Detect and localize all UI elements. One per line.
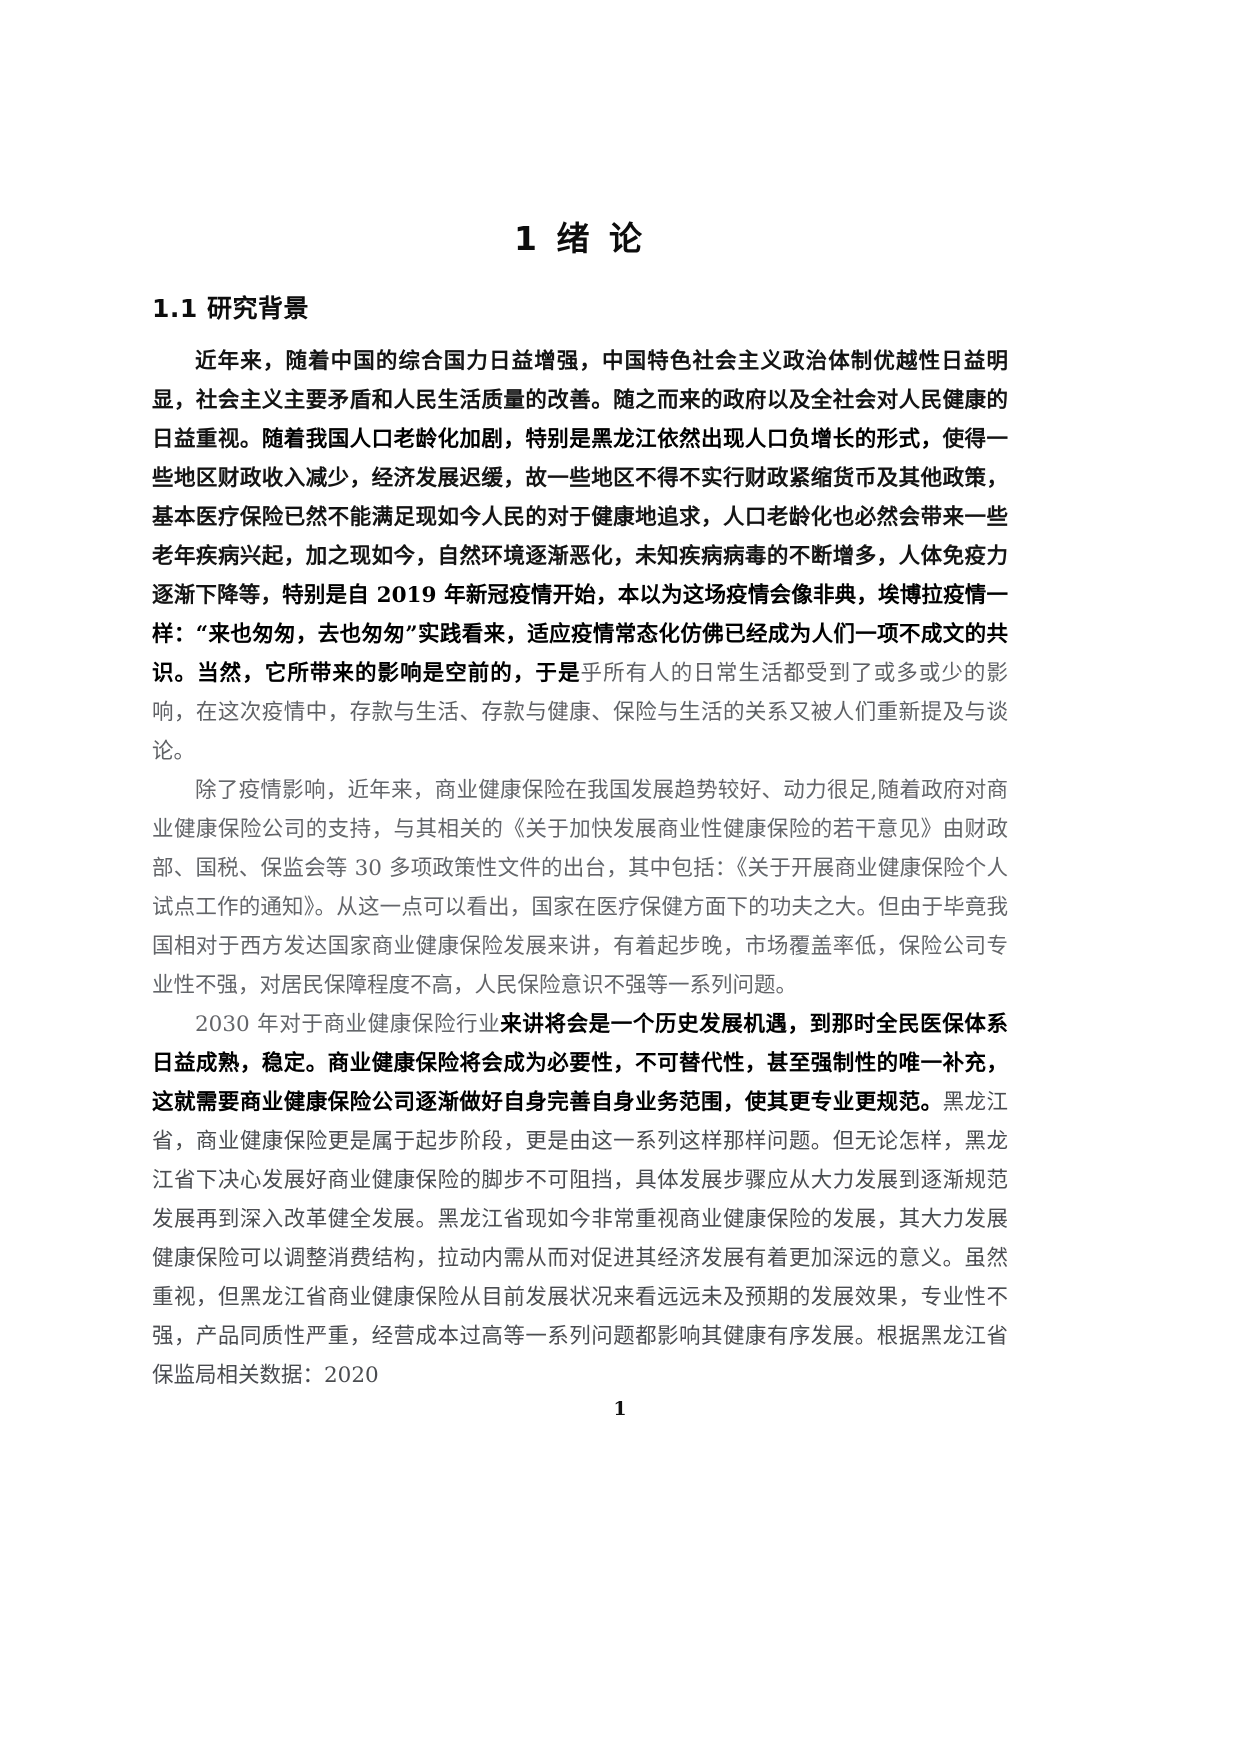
chapter-title: 1 绪 论	[514, 219, 646, 258]
text-run: 使得一些地区财政收入减少，经济发展迟缓，故一些地区不得不实行财政紧缩货币及其他政…	[152, 426, 1008, 608]
text-run: 黑龙江省，商业健康保险更是属于起步阶段，更是由这一系列这样那样问题。但无论怎样，…	[152, 1089, 1008, 1388]
text-run: 随着我国人口老龄化加剧，特别是黑龙江依然出现人口负增长的形式，	[261, 426, 943, 452]
body-paragraph-3: 2030 年对于商业健康保险行业来讲将会是一个历史发展机遇，到那时全民医保体系日…	[152, 1005, 1008, 1395]
page-number: 1	[613, 1398, 627, 1420]
page-content: 1 绪 论 1.1 研究背景 近年来，随着中国的综合国力日益增强，中国特色社会主…	[152, 218, 1008, 1395]
text-run: 特别是自 2019 年新冠疫情开始，本以为这场疫情会像非典，埃博拉疫情一样：“来…	[152, 582, 1008, 686]
text-run: 来讲将会是一个历史发展机遇，到那时全民医保体系日益成熟，稳定。商业健康保险将会成…	[152, 1011, 1008, 1115]
body-paragraph-1: 近年来，随着中国的综合国力日益增强，中国特色社会主义政治体制优越性日益明显，社会…	[152, 342, 1008, 771]
text-run: 近年来，随着中国的综合国力日益增强，中国特色社会主义政治体制优越性日益明显，社会…	[152, 348, 1008, 452]
section-heading: 1.1 研究背景	[152, 294, 309, 324]
text-run: 乎所有人的日常生活都受到了或多或少的影响，在这次疫情中，存款与生活、存款与健康、…	[152, 660, 1008, 764]
text-run: 除了疫情影响，近年来，商业健康保险在我国发展趋势较好、动力很足,随着政府对商业健…	[152, 777, 1008, 998]
body-paragraph-2: 除了疫情影响，近年来，商业健康保险在我国发展趋势较好、动力很足,随着政府对商业健…	[152, 771, 1008, 1005]
text-run: 2030 年对于商业健康保险行业	[195, 1011, 501, 1037]
